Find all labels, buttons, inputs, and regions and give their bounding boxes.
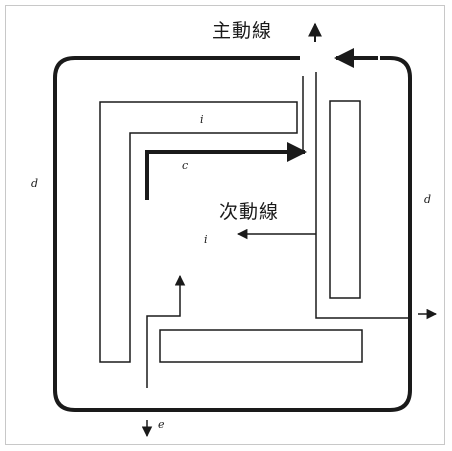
label-d-right: d [424, 193, 432, 206]
label-i-mid: i [204, 233, 208, 246]
inner-corridor-line [146, 274, 186, 388]
label-i-top: i [200, 113, 204, 126]
label-c: c [182, 159, 189, 172]
main-flow-label: 主動線 [212, 20, 273, 42]
figure-frame [5, 5, 445, 445]
right-tall-room [329, 100, 361, 299]
c-flow-arrow [145, 142, 307, 200]
label-d-left: d [31, 177, 39, 190]
outer-wall [53, 56, 412, 412]
l-shaped-room [99, 101, 298, 363]
main-corridor-line [315, 72, 412, 319]
secondary-flow-label: 次動線 [219, 201, 280, 223]
bottom-room [159, 329, 363, 363]
label-e: e [158, 418, 165, 431]
